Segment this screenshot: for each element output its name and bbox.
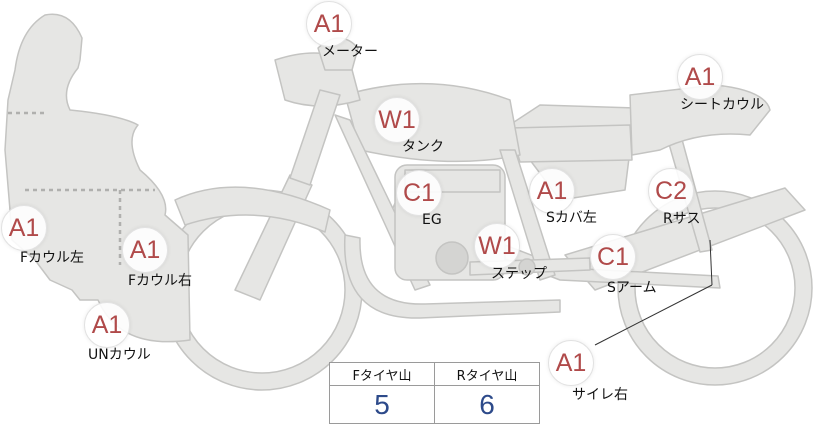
- r-sus-label: Rサス: [663, 211, 701, 227]
- front-tire-value: 5: [329, 385, 435, 424]
- meter-label: メーター: [322, 44, 378, 60]
- front-tire-header: Fタイヤ山: [329, 362, 435, 386]
- front-cowl: [4, 13, 191, 343]
- frame-back: [499, 149, 556, 281]
- seat-cowl-label: シートカウル: [680, 97, 764, 113]
- step-peg: [518, 258, 536, 276]
- leader-r-sus: [709, 239, 713, 286]
- engine-cover: [435, 241, 469, 275]
- rear-tire-value: 6: [434, 385, 540, 424]
- eg-label: EG: [422, 212, 442, 228]
- seat: [509, 124, 633, 163]
- fork-upper: [289, 89, 341, 186]
- tank-label: タンク: [402, 139, 444, 155]
- front-fender: [174, 186, 331, 233]
- s-arm-label: Sアーム: [607, 280, 657, 296]
- f-cowl-left-label: Fカウル左: [20, 250, 85, 266]
- eg-badge: C1: [396, 170, 442, 216]
- rear-tire-header: Rタイヤ山: [434, 362, 540, 386]
- leader-silencer: [594, 284, 713, 346]
- un-cowl-label: UNカウル: [88, 347, 151, 363]
- r-sus-badge: C2: [648, 168, 694, 214]
- f-cowl-left-badge: A1: [1, 205, 47, 251]
- seat-cowl: [629, 84, 771, 156]
- silencer-right-badge: A1: [548, 340, 594, 386]
- f-cowl-right-badge: A1: [122, 227, 168, 273]
- exhaust-lower: [343, 234, 561, 319]
- meter-badge: A1: [306, 1, 352, 47]
- tank-badge: W1: [374, 97, 420, 143]
- s-arm-badge: C1: [590, 234, 636, 280]
- silencer-right-label: サイレ右: [572, 387, 628, 403]
- seat-cowl-badge: A1: [677, 54, 723, 100]
- s-cover-left-badge: A1: [529, 168, 575, 214]
- s-cover-left-label: Sカバ左: [546, 210, 597, 226]
- un-cowl-badge: A1: [84, 302, 130, 348]
- f-cowl-right-label: Fカウル右: [128, 273, 193, 289]
- tire-tread-table: Fタイヤ山 Rタイヤ山 5 6: [329, 362, 540, 424]
- step-badge: W1: [474, 223, 520, 269]
- step-label: ステップ: [491, 266, 547, 282]
